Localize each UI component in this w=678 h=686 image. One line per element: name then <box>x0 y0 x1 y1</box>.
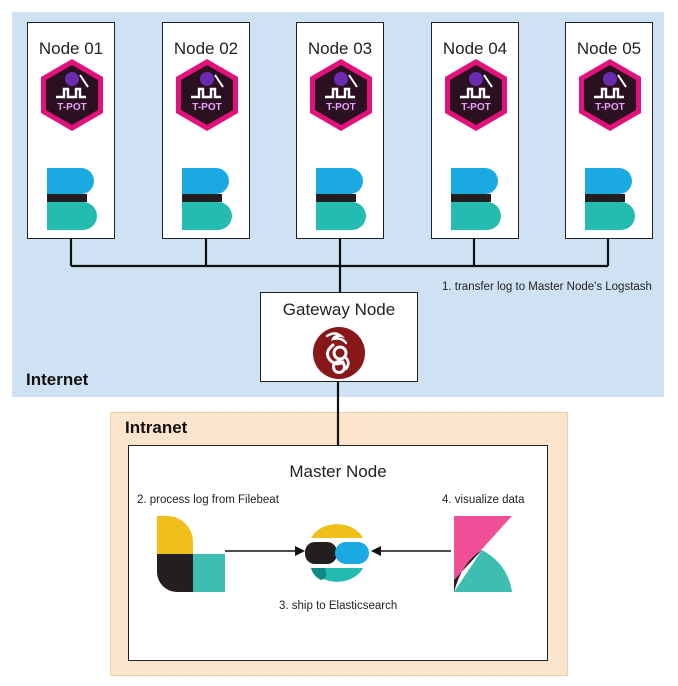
gateway-node-box: Gateway Node <box>260 292 418 382</box>
node-title: Node 01 <box>38 39 104 58</box>
svg-text:T-POT: T-POT <box>192 102 221 113</box>
filebeat-logo-icon <box>451 168 501 230</box>
tpot-logo-icon: T-POT <box>445 59 507 131</box>
node-box-01: Node 01 T-POT <box>27 22 115 239</box>
node-title: Node 02 <box>173 39 239 58</box>
annotation-ship: 3. ship to Elasticsearch <box>279 600 398 612</box>
kibana-logo-icon <box>454 516 512 592</box>
filebeat-logo-icon <box>585 168 635 230</box>
gateway-node-title: Gateway Node <box>282 300 396 319</box>
svg-text:T-POT: T-POT <box>326 102 355 113</box>
svg-text:T-POT: T-POT <box>57 102 86 113</box>
logstash-to-elasticsearch-arrow <box>225 546 305 556</box>
node-title: Node 04 <box>442 39 508 58</box>
node-title: Node 05 <box>576 39 642 58</box>
kibana-to-elasticsearch-arrow <box>371 546 451 556</box>
node-box-03: Node 03 T-POT <box>296 22 384 239</box>
master-node-title: Master Node <box>289 462 387 481</box>
annotation-visualize: 4. visualize data <box>442 494 525 506</box>
tpot-logo-icon: T-POT <box>310 59 372 131</box>
tpot-logo-icon: T-POT <box>579 59 641 131</box>
node-box-02: Node 02 T-POT <box>162 22 250 239</box>
intranet-zone-label: Intranet <box>125 418 188 437</box>
node-title: Node 03 <box>307 39 373 58</box>
tpot-logo-icon: T-POT <box>41 59 103 131</box>
elasticsearch-logo-icon <box>305 524 369 582</box>
internet-zone-label: Internet <box>26 370 89 389</box>
filebeat-logo-icon <box>316 168 366 230</box>
svg-text:T-POT: T-POT <box>461 102 490 113</box>
filebeat-logo-icon <box>182 168 232 230</box>
node-box-05: Node 05 T-POT <box>565 22 653 239</box>
wireguard-logo-icon <box>313 327 365 379</box>
svg-text:T-POT: T-POT <box>595 102 624 113</box>
master-node-box: Master Node 2. process log from Filebeat… <box>128 445 548 661</box>
node-box-04: Node 04 T-POT <box>431 22 519 239</box>
annotation-process: 2. process log from Filebeat <box>137 494 279 506</box>
tpot-logo-icon: T-POT <box>176 59 238 131</box>
logstash-logo-icon <box>157 516 225 592</box>
annotation-transfer: 1. transfer log to Master Node's Logstas… <box>442 281 652 293</box>
filebeat-logo-icon <box>47 168 97 230</box>
